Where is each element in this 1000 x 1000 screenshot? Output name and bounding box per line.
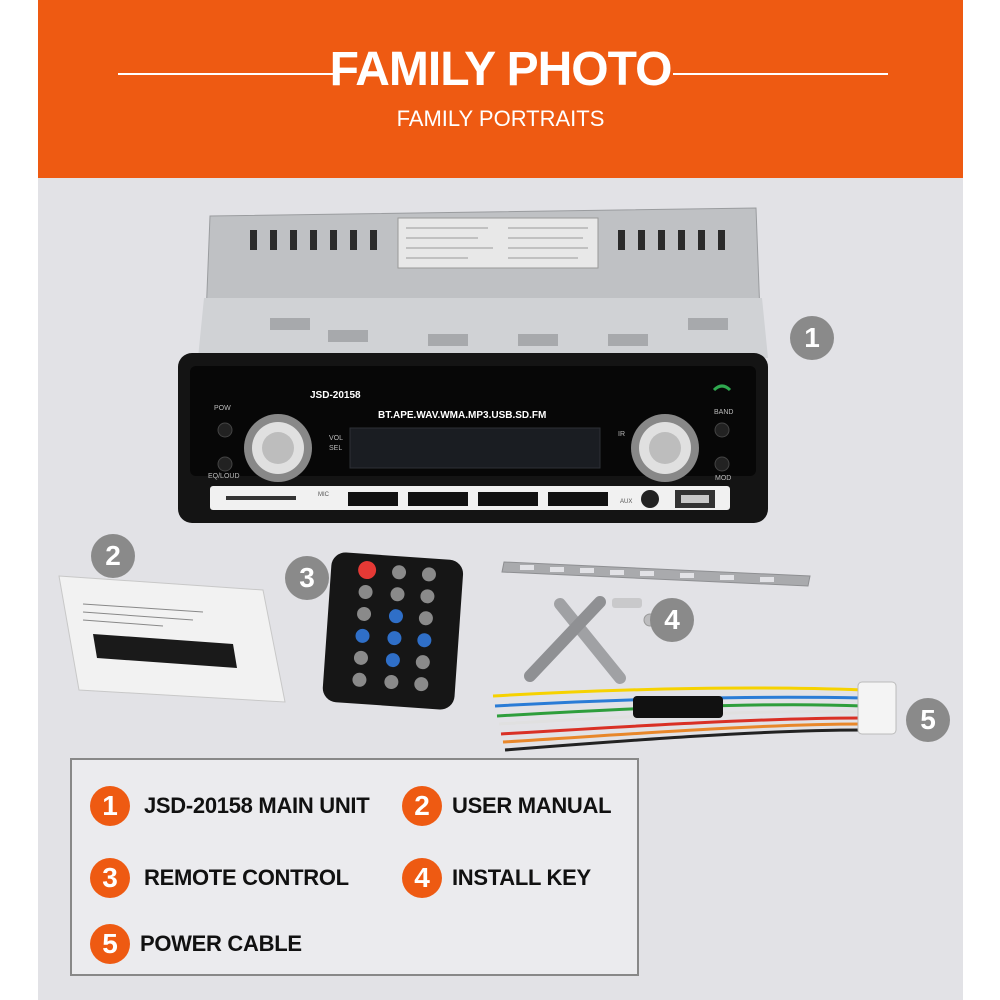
legend-item-power-cable: 5 POWER CABLE xyxy=(90,924,302,964)
badge-1: 1 xyxy=(790,316,834,360)
remote-control-image xyxy=(322,552,464,710)
legend-item-main-unit: 1 JSD-20158 MAIN UNIT xyxy=(90,786,370,826)
legend-item-remote-control: 3 REMOTE CONTROL xyxy=(90,858,349,898)
legend-label: POWER CABLE xyxy=(140,931,302,956)
badge-2: 2 xyxy=(91,534,135,578)
header-banner: FAMILY PHOTO FAMILY PORTRAITS xyxy=(38,0,963,178)
mic-label: MIC xyxy=(318,492,330,498)
power-cable-image xyxy=(492,681,897,752)
header-rule-right xyxy=(673,73,888,75)
legend-number: 2 xyxy=(402,786,442,826)
stereo-formats: BT.APE.WAV.WMA.MP3.USB.SD.FM xyxy=(378,410,546,421)
sel-label: SEL xyxy=(329,445,342,452)
eq-label: EQ/LOUD xyxy=(208,473,240,480)
main-unit-image: JSD-20158 BT.APE.WAV.WMA.MP3.USB.SD.FM P… xyxy=(178,207,768,523)
legend-label: INSTALL KEY xyxy=(452,865,591,890)
stereo-model: JSD-20158 xyxy=(310,390,361,401)
badge-4: 4 xyxy=(650,598,694,642)
aux-label: AUX xyxy=(620,499,632,505)
legend-label: JSD-20158 MAIN UNIT xyxy=(144,793,370,818)
badge-5: 5 xyxy=(906,698,950,742)
ir-label: IR xyxy=(618,431,625,438)
vol-label: VOL xyxy=(329,435,343,442)
page-title: FAMILY PHOTO xyxy=(329,43,673,96)
page-subtitle: FAMILY PORTRAITS xyxy=(396,106,605,131)
pow-label: POW xyxy=(214,405,231,412)
header-rule-left xyxy=(118,73,333,75)
user-manual-image xyxy=(58,575,286,703)
legend-number: 3 xyxy=(90,858,130,898)
product-scene: JSD-20158 BT.APE.WAV.WMA.MP3.USB.SD.FM P… xyxy=(38,178,963,1000)
legend-item-install-key: 4 INSTALL KEY xyxy=(402,858,591,898)
legend-label: REMOTE CONTROL xyxy=(144,865,349,890)
product-page: FAMILY PHOTO FAMILY PORTRAITS xyxy=(38,0,963,1000)
legend-number: 1 xyxy=(90,786,130,826)
legend-label: USER MANUAL xyxy=(452,793,612,818)
band-label: BAND xyxy=(714,409,733,416)
legend-number: 4 xyxy=(402,858,442,898)
mod-label: MOD xyxy=(715,475,731,482)
legend-number: 5 xyxy=(90,924,130,964)
contents-legend: 1 JSD-20158 MAIN UNIT 2 USER MANUAL 3 RE… xyxy=(70,758,639,976)
badge-3: 3 xyxy=(285,556,329,600)
legend-item-user-manual: 2 USER MANUAL xyxy=(402,786,612,826)
